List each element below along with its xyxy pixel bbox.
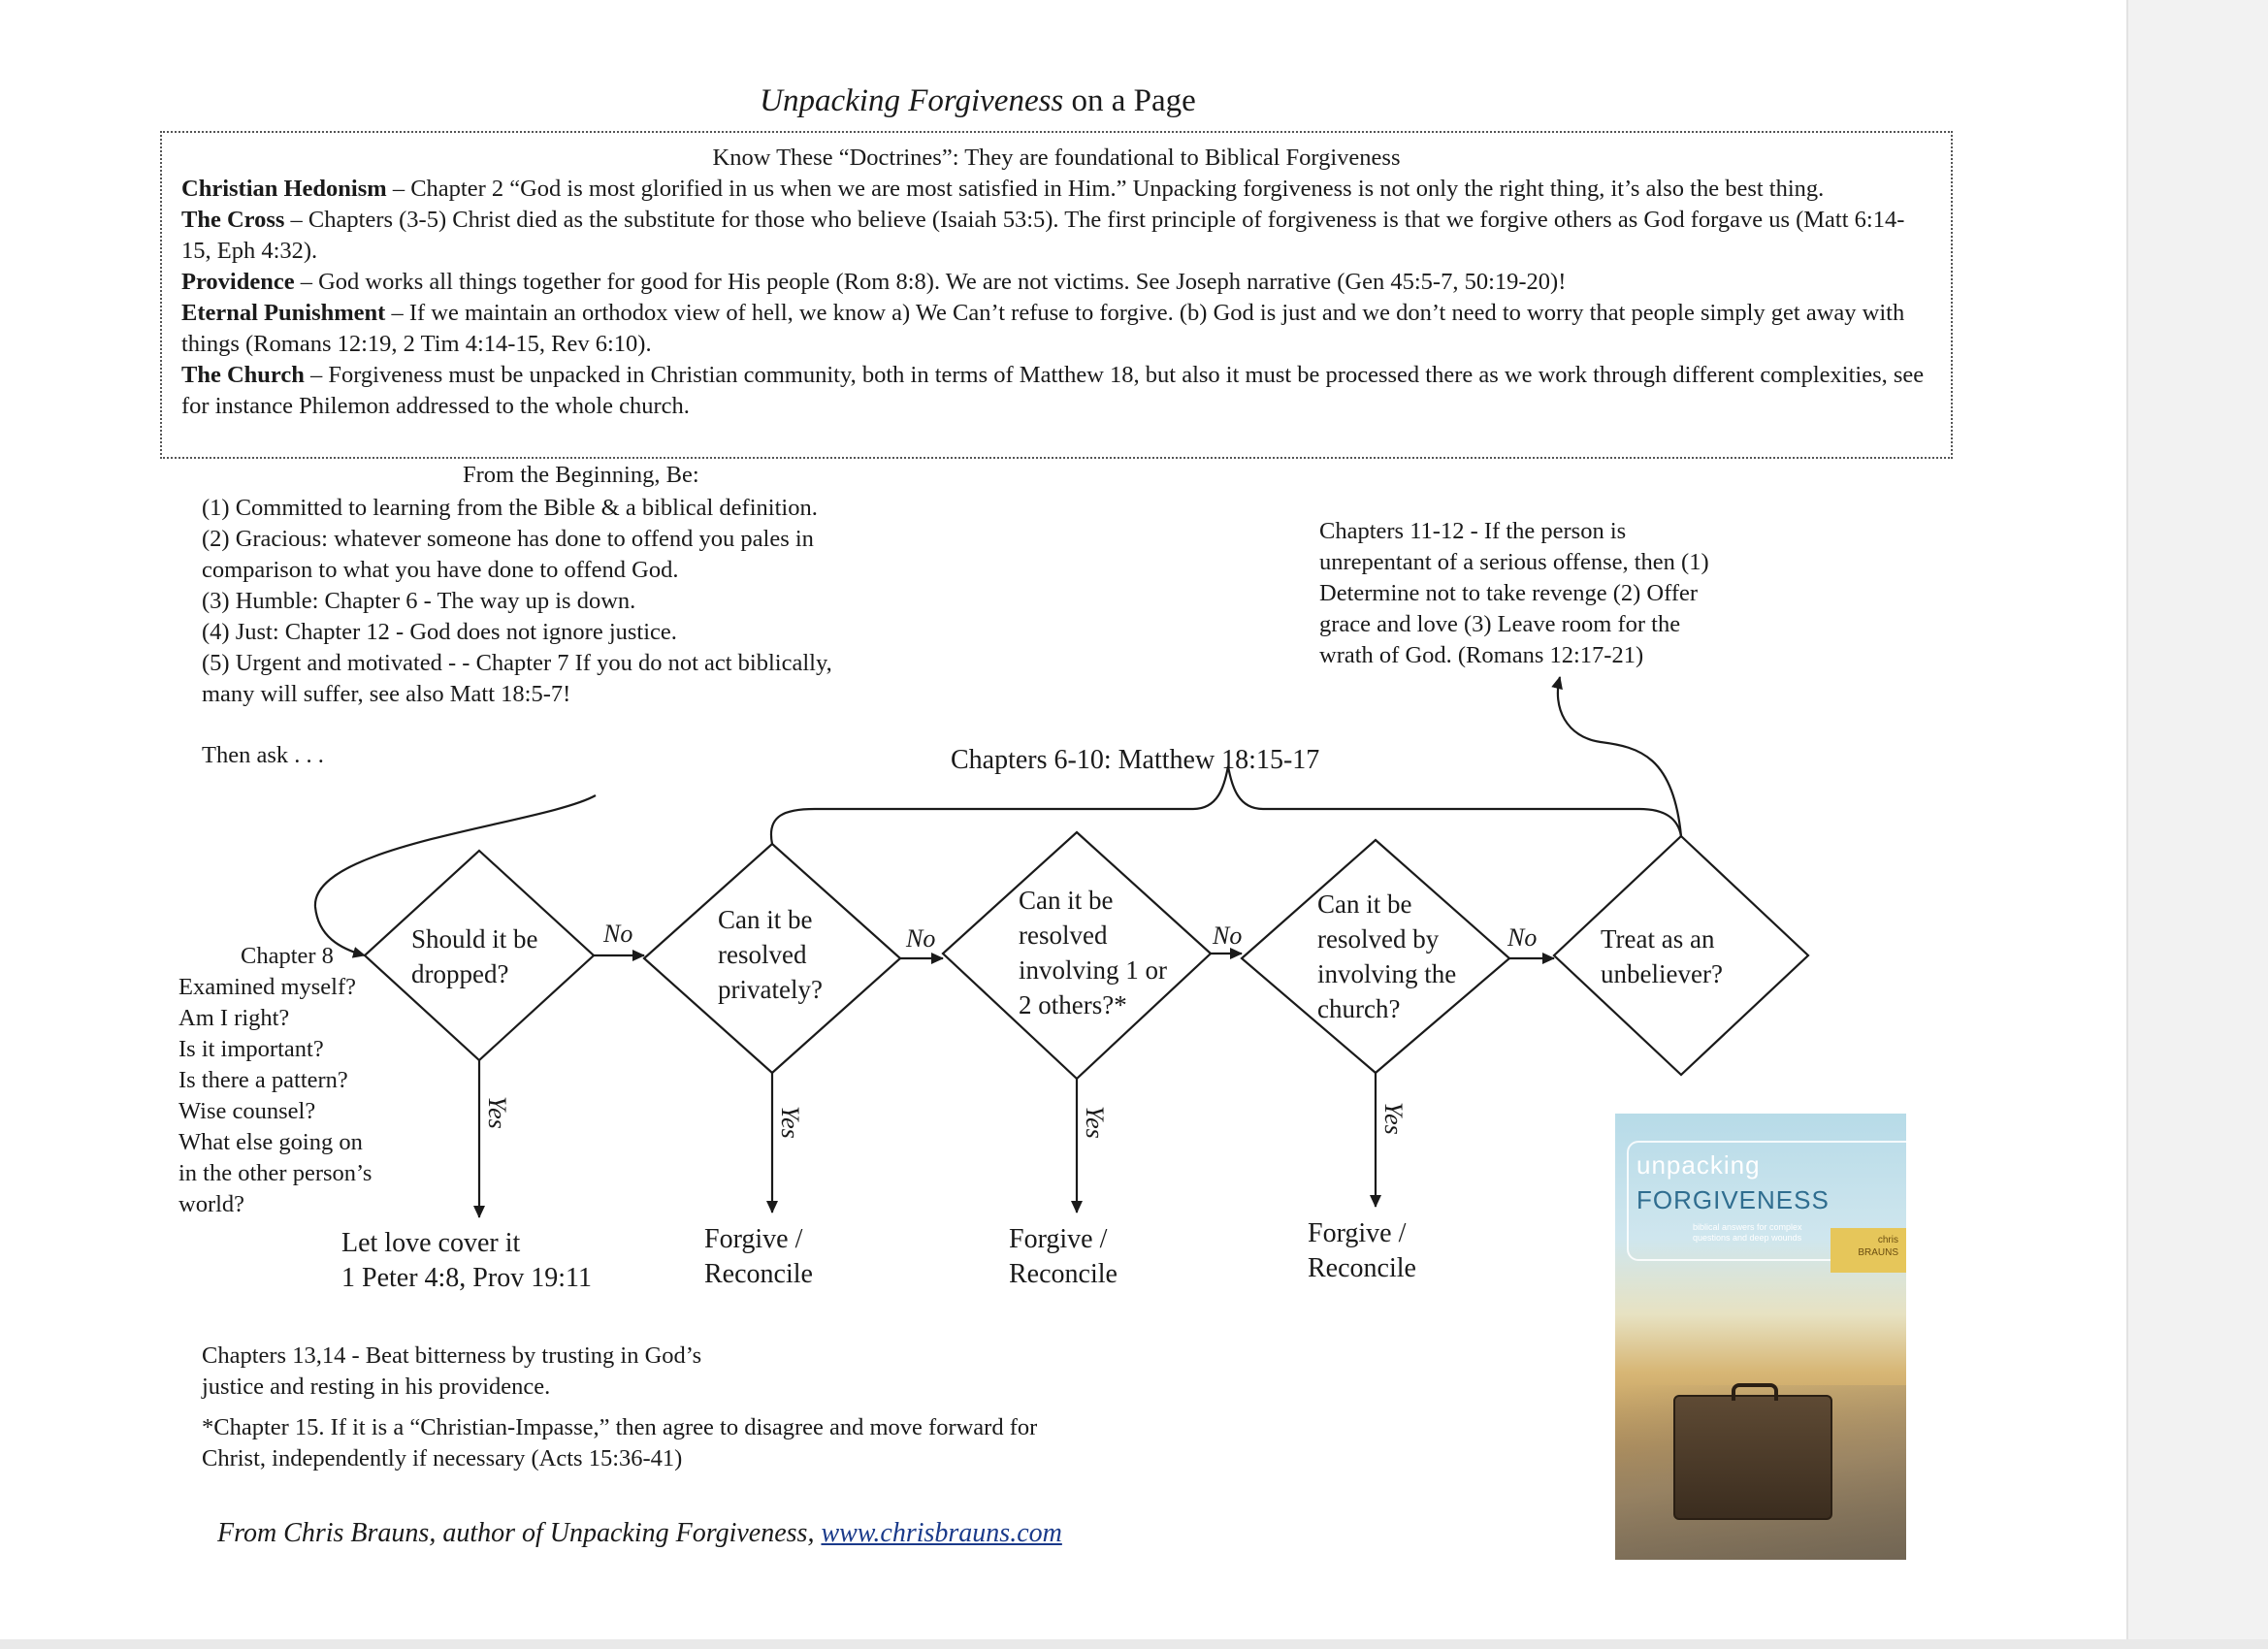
yes-label-3: Yes: [1081, 1106, 1109, 1139]
no-label-2: No: [906, 924, 936, 953]
doctrine-item: Providence – God works all things togeth…: [181, 269, 1567, 295]
outcome-forgive-2: Forgive /Reconcile: [1009, 1224, 1118, 1289]
chapters-13-14-note: Chapters 13,14 - Beat bitterness by trus…: [202, 1342, 702, 1400]
chapter-8-questions: Chapter 8 Examined myself? Am I right? I…: [178, 943, 373, 1217]
outcome-forgive-3: Forgive /Reconcile: [1308, 1218, 1416, 1283]
scan-edge: [2126, 0, 2268, 1649]
no-label-4: No: [1507, 923, 1538, 952]
yes-label-4: Yes: [1379, 1102, 1408, 1135]
page-title: Unpacking Forgiveness on a Page: [760, 83, 1196, 118]
doctrines-box: Know These “Doctrines”: They are foundat…: [160, 131, 1953, 459]
cover-subtitle: biblical answers for complex questions a…: [1693, 1222, 1802, 1243]
outcome-forgive-1: Forgive /Reconcile: [704, 1224, 813, 1289]
beginning-heading: From the Beginning, Be:: [463, 462, 699, 488]
brace-label: Chapters 6-10: Matthew 18:15-17: [951, 745, 1320, 775]
website-link[interactable]: www.chrisbrauns.com: [821, 1518, 1062, 1548]
book-cover-image: unpacking FORGIVENESS biblical answers f…: [1615, 1114, 1906, 1560]
start-curve: [313, 794, 597, 958]
cover-title-1: unpacking: [1636, 1150, 1761, 1180]
chapter-15-note: *Chapter 15. If it is a “Christian-Impas…: [202, 1414, 1038, 1471]
doctrine-item: Eternal Punishment – If we maintain an o…: [181, 300, 1905, 357]
doctrine-item: The Cross – Chapters (3-5) Christ died a…: [181, 207, 1905, 264]
doctrines-heading: Know These “Doctrines”: They are foundat…: [712, 145, 1401, 171]
beginning-list: (1) Committed to learning from the Bible…: [202, 495, 832, 707]
no-label-3: No: [1213, 922, 1243, 950]
doctrine-item: The Church – Forgiveness must be unpacke…: [181, 362, 1925, 419]
no-label-1: No: [603, 920, 633, 948]
then-ask: Then ask . . .: [202, 742, 324, 768]
decision-diamond-5: [1552, 834, 1810, 1077]
matthew-brace: [769, 765, 1683, 845]
chapters-11-12-note: Chapters 11-12 - If the person is unrepe…: [1319, 518, 1709, 668]
cover-title-2: FORGIVENESS: [1636, 1185, 1830, 1214]
footer-credit: From Chris Brauns, author of Unpacking F…: [217, 1518, 1062, 1548]
unrepentant-curve: [1551, 676, 1683, 837]
cover-frame: [1627, 1141, 1906, 1261]
scan-bottom-edge: [0, 1639, 2268, 1649]
yes-label-2: Yes: [776, 1106, 804, 1139]
yes-label-1: Yes: [483, 1096, 511, 1129]
suitcase-icon: [1673, 1383, 1832, 1520]
doctrine-item: Christian Hedonism – Chapter 2 “God is m…: [181, 176, 1825, 202]
